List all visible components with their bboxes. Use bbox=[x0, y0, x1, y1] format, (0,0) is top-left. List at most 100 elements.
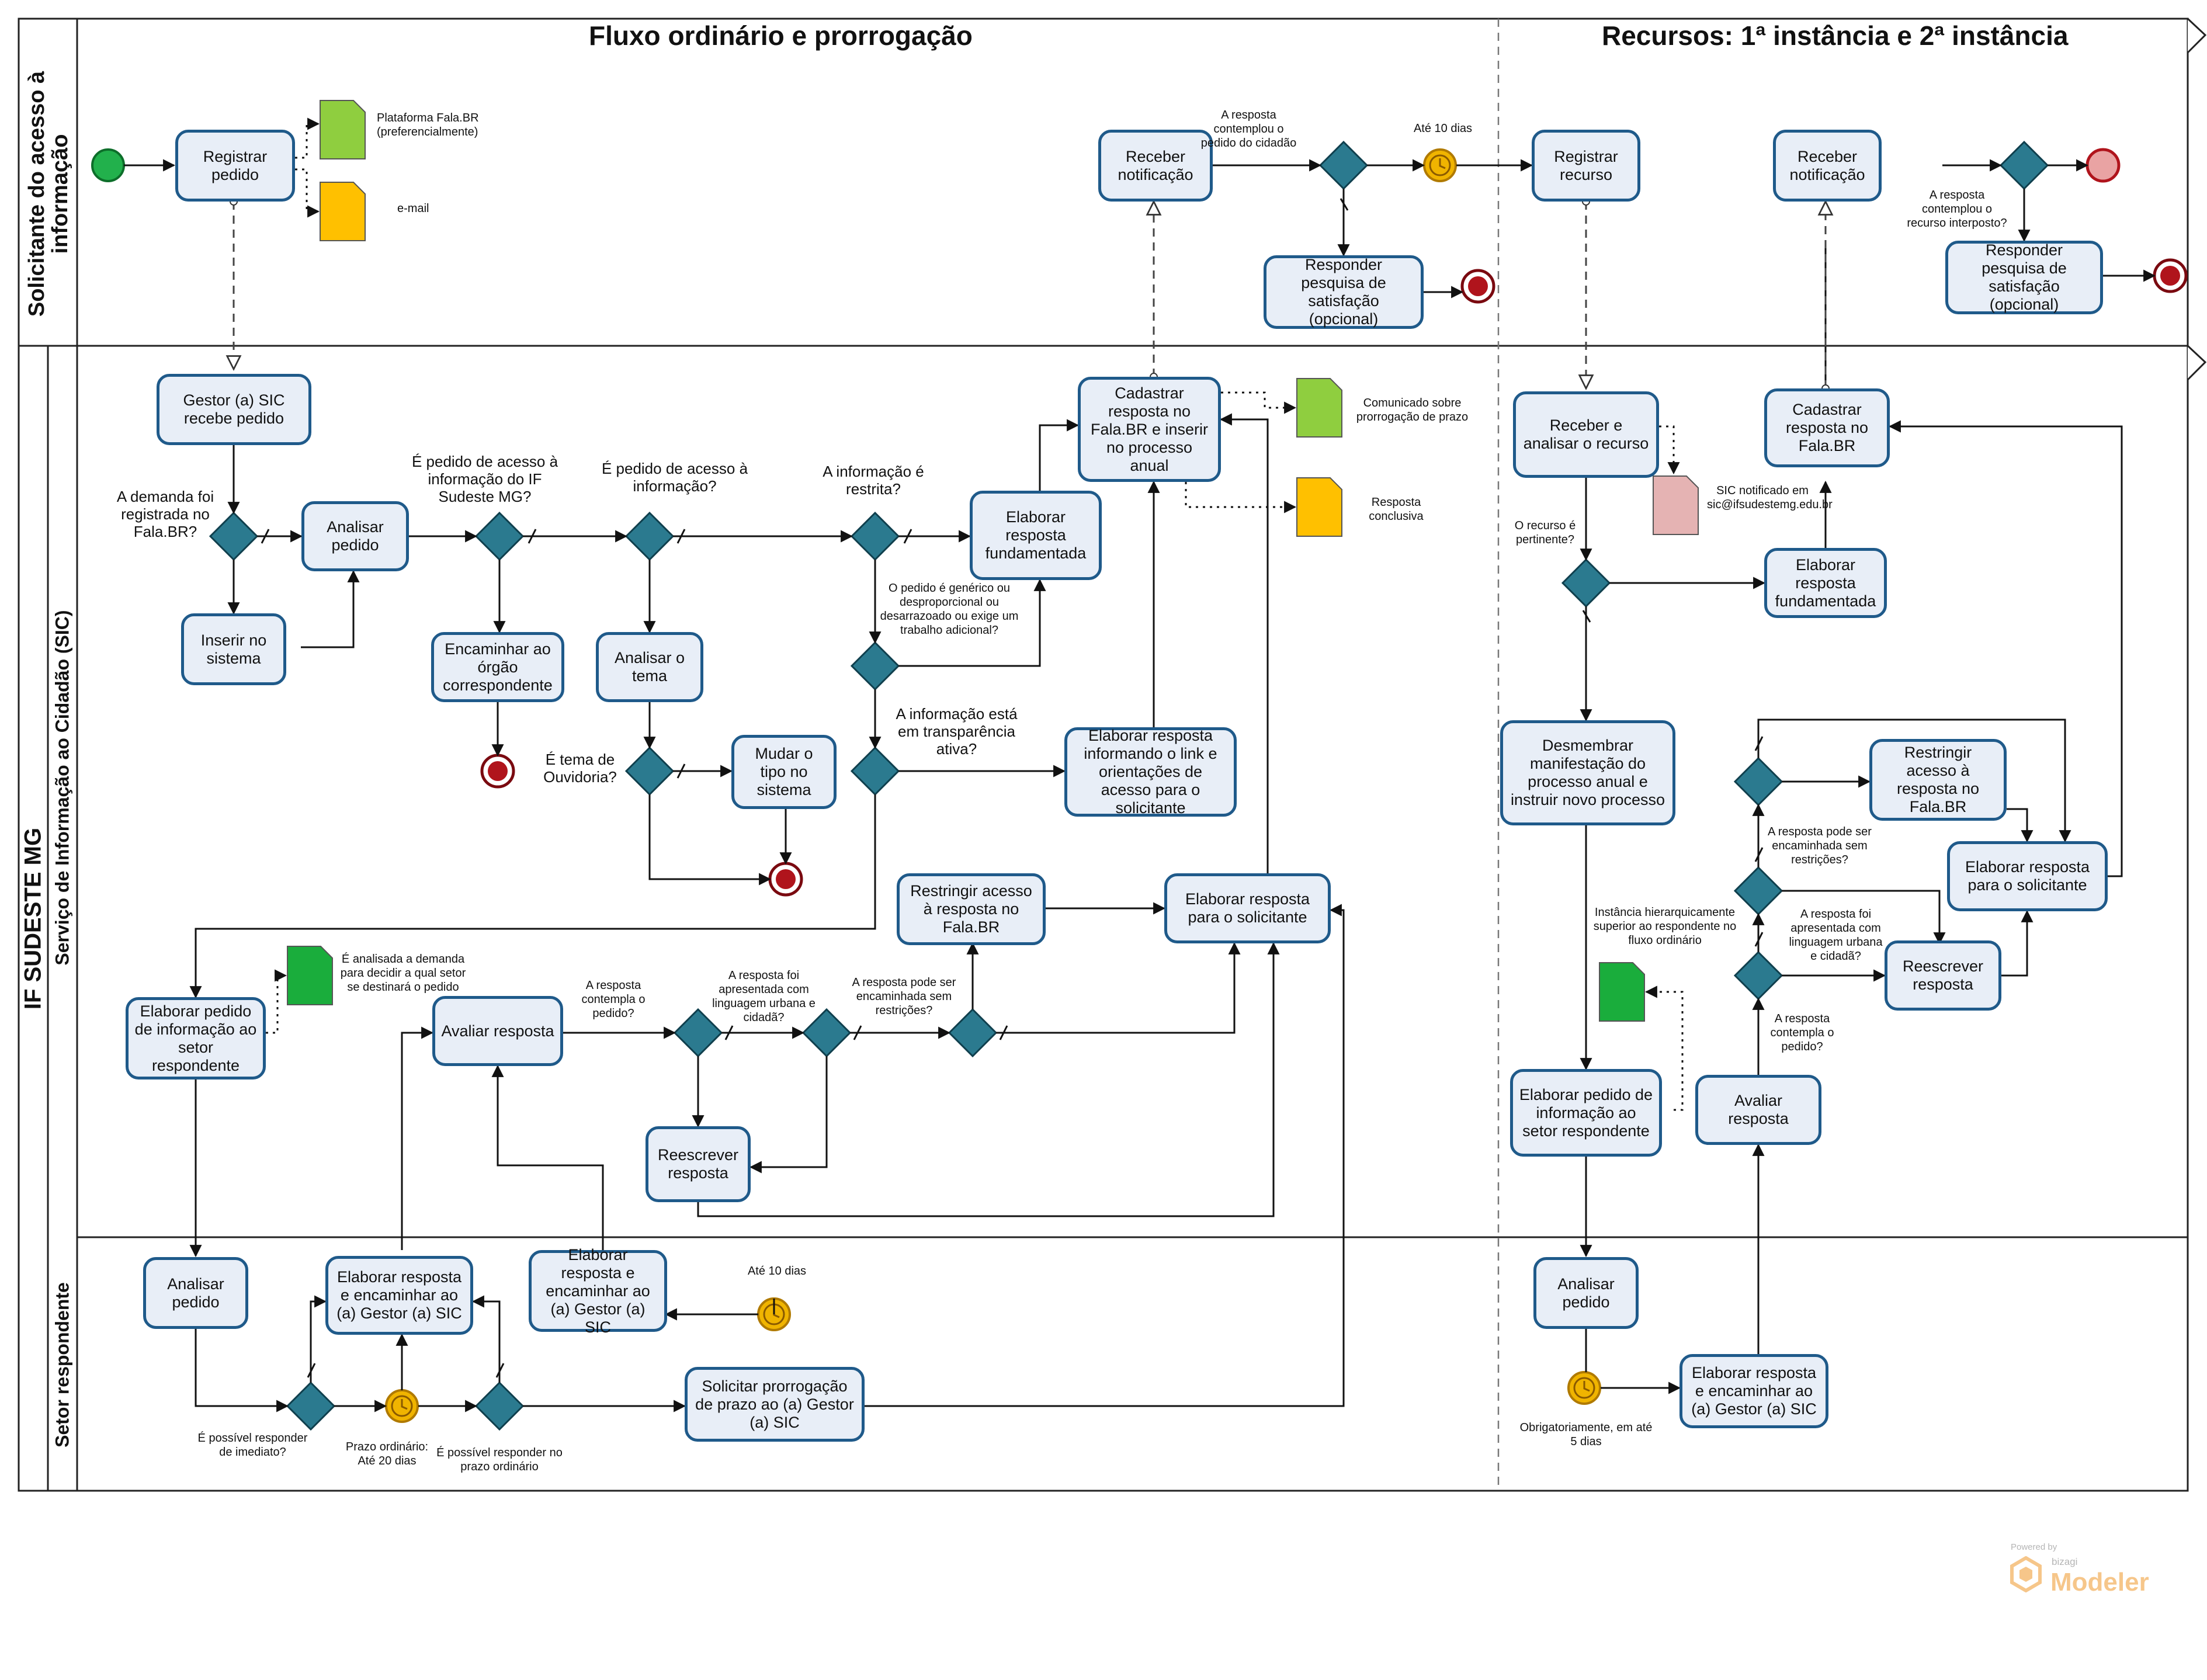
gateway bbox=[1733, 756, 1783, 807]
label-contempla-pedido: A resposta contempla o pedido? bbox=[581, 979, 646, 1020]
task-elaborar-encaminhar-3[interactable]: Elaborar resposta e encaminhar ao (a) Ge… bbox=[1679, 1354, 1828, 1428]
document-icon bbox=[1599, 962, 1645, 1022]
label-info-restrita: A informação é restrita? bbox=[823, 463, 924, 498]
end-event bbox=[2085, 148, 2121, 183]
document-icon bbox=[320, 182, 366, 241]
task-encaminhar-orgao[interactable]: Encaminhar ao órgão correspondente bbox=[431, 632, 564, 702]
phase-title-left: Fluxo ordinário e prorrogação bbox=[589, 20, 973, 51]
gateway bbox=[948, 1008, 998, 1058]
gateway bbox=[624, 511, 675, 561]
bizagi-logo: Powered by bizagi Modeler bbox=[2010, 1542, 2161, 1606]
gateway bbox=[1733, 866, 1783, 916]
gateway bbox=[1561, 558, 1611, 608]
task-analisar-pedido-setor[interactable]: Analisar pedido bbox=[143, 1257, 248, 1329]
default-flow-marks bbox=[261, 198, 1764, 1378]
label-imediato: É possível responder de imediato? bbox=[197, 1432, 308, 1459]
powered-by-text: Powered by bbox=[2011, 1542, 2057, 1552]
timer-event bbox=[1423, 148, 1457, 182]
label-sem-restricoes-2: A resposta pode ser encaminhada sem rest… bbox=[1768, 825, 1872, 866]
task-reescrever-resposta-2[interactable]: Reescrever resposta bbox=[1885, 940, 2001, 1011]
label-responder-prazo: É possível responder no prazo ordinário bbox=[436, 1446, 563, 1473]
associations bbox=[266, 117, 1684, 1111]
gateway bbox=[624, 746, 675, 796]
document-icon bbox=[1653, 475, 1699, 535]
task-elaborar-link[interactable]: Elaborar resposta informando o link e or… bbox=[1064, 727, 1237, 817]
pool-chevron bbox=[2187, 18, 2207, 381]
task-receber-notificacao-2[interactable]: Receber notificação bbox=[1773, 130, 1882, 202]
gateway bbox=[1733, 950, 1783, 1001]
pool-requester-title: Solicitante do acesso à informação bbox=[25, 71, 72, 317]
task-elaborar-solicitante[interactable]: Elaborar resposta para o solicitante bbox=[1164, 873, 1331, 943]
task-desmembrar[interactable]: Desmembrar manifestação do processo anua… bbox=[1500, 720, 1675, 825]
start-event bbox=[91, 148, 125, 182]
task-analisar-pedido-setor-2[interactable]: Analisar pedido bbox=[1533, 1257, 1639, 1329]
gateway bbox=[1999, 140, 2049, 190]
label-contempla-pedido-2: A resposta contempla o pedido? bbox=[1770, 1012, 1834, 1053]
label-contemplou-pedido: A resposta contemplou o pedido do cidadã… bbox=[1200, 109, 1297, 150]
task-analisar-pedido[interactable]: Analisar pedido bbox=[301, 501, 409, 571]
message-flows bbox=[234, 202, 1826, 388]
timer-event bbox=[385, 1389, 419, 1423]
task-analisar-tema[interactable]: Analisar o tema bbox=[596, 632, 703, 702]
task-elaborar-solicitante-2[interactable]: Elaborar resposta para o solicitante bbox=[1947, 841, 2108, 911]
task-avaliar-resposta-2[interactable]: Avaliar resposta bbox=[1695, 1075, 1821, 1145]
timer-event bbox=[1567, 1371, 1601, 1405]
task-cadastrar-anual[interactable]: Cadastrar resposta no Fala.BR e inserir … bbox=[1078, 377, 1221, 482]
task-responder-pesquisa-2[interactable]: Responder pesquisa de satisfação (opcion… bbox=[1945, 241, 2103, 314]
modeler-text: Modeler bbox=[2050, 1568, 2149, 1596]
task-elaborar-fundamentada-2[interactable]: Elaborar resposta fundamentada bbox=[1764, 548, 1887, 618]
document-icon bbox=[1296, 378, 1342, 438]
task-registrar-pedido[interactable]: Registrar pedido bbox=[175, 130, 295, 202]
task-restringir-acesso-2[interactable]: Restringir acesso à resposta no Fala.BR bbox=[1869, 739, 2007, 821]
label-obrigatoriamente: Obrigatoriamente, em até 5 dias bbox=[1519, 1421, 1653, 1448]
lane-sic-title: Serviço de Informação ao Cidadão (SIC) bbox=[51, 610, 73, 966]
label-contemplou-recurso: A resposta contemplou o recurso interpos… bbox=[1907, 189, 2007, 230]
task-reescrever-resposta[interactable]: Reescrever resposta bbox=[646, 1126, 751, 1202]
label-prazo-ordinario: Prazo ordinário: Até 20 dias bbox=[345, 1441, 429, 1467]
task-solicitar-prorrogacao[interactable]: Solicitar prorrogação de prazo ao (a) Ge… bbox=[685, 1367, 865, 1442]
task-gestor-recebe[interactable]: Gestor (a) SIC recebe pedido bbox=[157, 374, 311, 445]
label-generico: O pedido é genérico ou desproporcional o… bbox=[880, 582, 1019, 637]
task-mudar-tipo[interactable]: Mudar o tipo no sistema bbox=[731, 735, 837, 809]
label-instancia: Instância hierarquicamente superior ao r… bbox=[1593, 906, 1737, 947]
gateway bbox=[474, 511, 525, 561]
label-sem-restricoes: A resposta pode ser encaminhada sem rest… bbox=[852, 976, 956, 1017]
label-ouvidoria: É tema de Ouvidoria? bbox=[543, 751, 617, 786]
gateway bbox=[1318, 140, 1369, 190]
label-sic-notificado: SIC notificado em sic@ifsudestemg.edu.br bbox=[1707, 484, 1833, 511]
label-demanda-registrada: A demanda foi registrada no Fala.BR? bbox=[116, 488, 214, 540]
task-elaborar-encaminhar[interactable]: Elaborar resposta e encaminhar ao (a) Ge… bbox=[325, 1256, 473, 1335]
task-inserir-sistema[interactable]: Inserir no sistema bbox=[181, 613, 286, 685]
label-recurso-pertinente: O recurso é pertinente? bbox=[1514, 519, 1576, 546]
bizagi-text: bizagi bbox=[2052, 1556, 2078, 1567]
task-elaborar-fundamentada[interactable]: Elaborar resposta fundamentada bbox=[970, 491, 1102, 580]
task-elaborar-pedido-setor-2[interactable]: Elaborar pedido de informação ao setor r… bbox=[1510, 1069, 1662, 1157]
task-avaliar-resposta[interactable]: Avaliar resposta bbox=[432, 996, 563, 1066]
label-ate-10-dias-2: Até 10 dias bbox=[747, 1265, 807, 1278]
sequence-flows bbox=[124, 159, 2156, 1412]
document-icon bbox=[1296, 477, 1342, 537]
task-elaborar-pedido-setor[interactable]: Elaborar pedido de informação ao setor r… bbox=[126, 997, 266, 1079]
gateway bbox=[286, 1381, 336, 1431]
document-icon bbox=[287, 946, 333, 1005]
task-restringir-acesso[interactable]: Restringir acesso à resposta no Fala.BR bbox=[897, 873, 1046, 945]
task-cadastrar-falabr[interactable]: Cadastrar resposta no Fala.BR bbox=[1764, 388, 1890, 467]
label-ate-10-dias: Até 10 dias bbox=[1413, 122, 1473, 135]
label-pedido-acesso: É pedido de acesso à informação? bbox=[601, 460, 748, 495]
label-plataforma: Plataforma Fala.BR (preferencialmente) bbox=[377, 112, 479, 138]
phase-title-right: Recursos: 1ª instância e 2ª instância bbox=[1602, 20, 2069, 51]
task-receber-analisar-recurso[interactable]: Receber e analisar o recurso bbox=[1513, 391, 1659, 478]
task-responder-pesquisa[interactable]: Responder pesquisa de satisfação (opcion… bbox=[1264, 255, 1424, 329]
task-elaborar-encaminhar-prazo[interactable]: Elaborar resposta e encaminhar ao (a) Ge… bbox=[529, 1246, 667, 1336]
task-registrar-recurso[interactable]: Registrar recurso bbox=[1532, 130, 1640, 202]
gateway bbox=[474, 1381, 525, 1431]
document-icon bbox=[320, 100, 366, 159]
gateway bbox=[850, 511, 900, 561]
label-comunicado: Comunicado sobre prorrogação de prazo bbox=[1356, 397, 1469, 424]
task-receber-notificacao[interactable]: Receber notificação bbox=[1098, 130, 1213, 202]
label-transparencia: A informação está em transparência ativa… bbox=[896, 705, 1018, 758]
label-pedido-if: É pedido de acesso à informação do IF Su… bbox=[411, 453, 558, 505]
label-email: e-mail bbox=[397, 202, 429, 215]
label-analisada-demanda: É analisada a demanda para decidir a qua… bbox=[340, 953, 466, 994]
